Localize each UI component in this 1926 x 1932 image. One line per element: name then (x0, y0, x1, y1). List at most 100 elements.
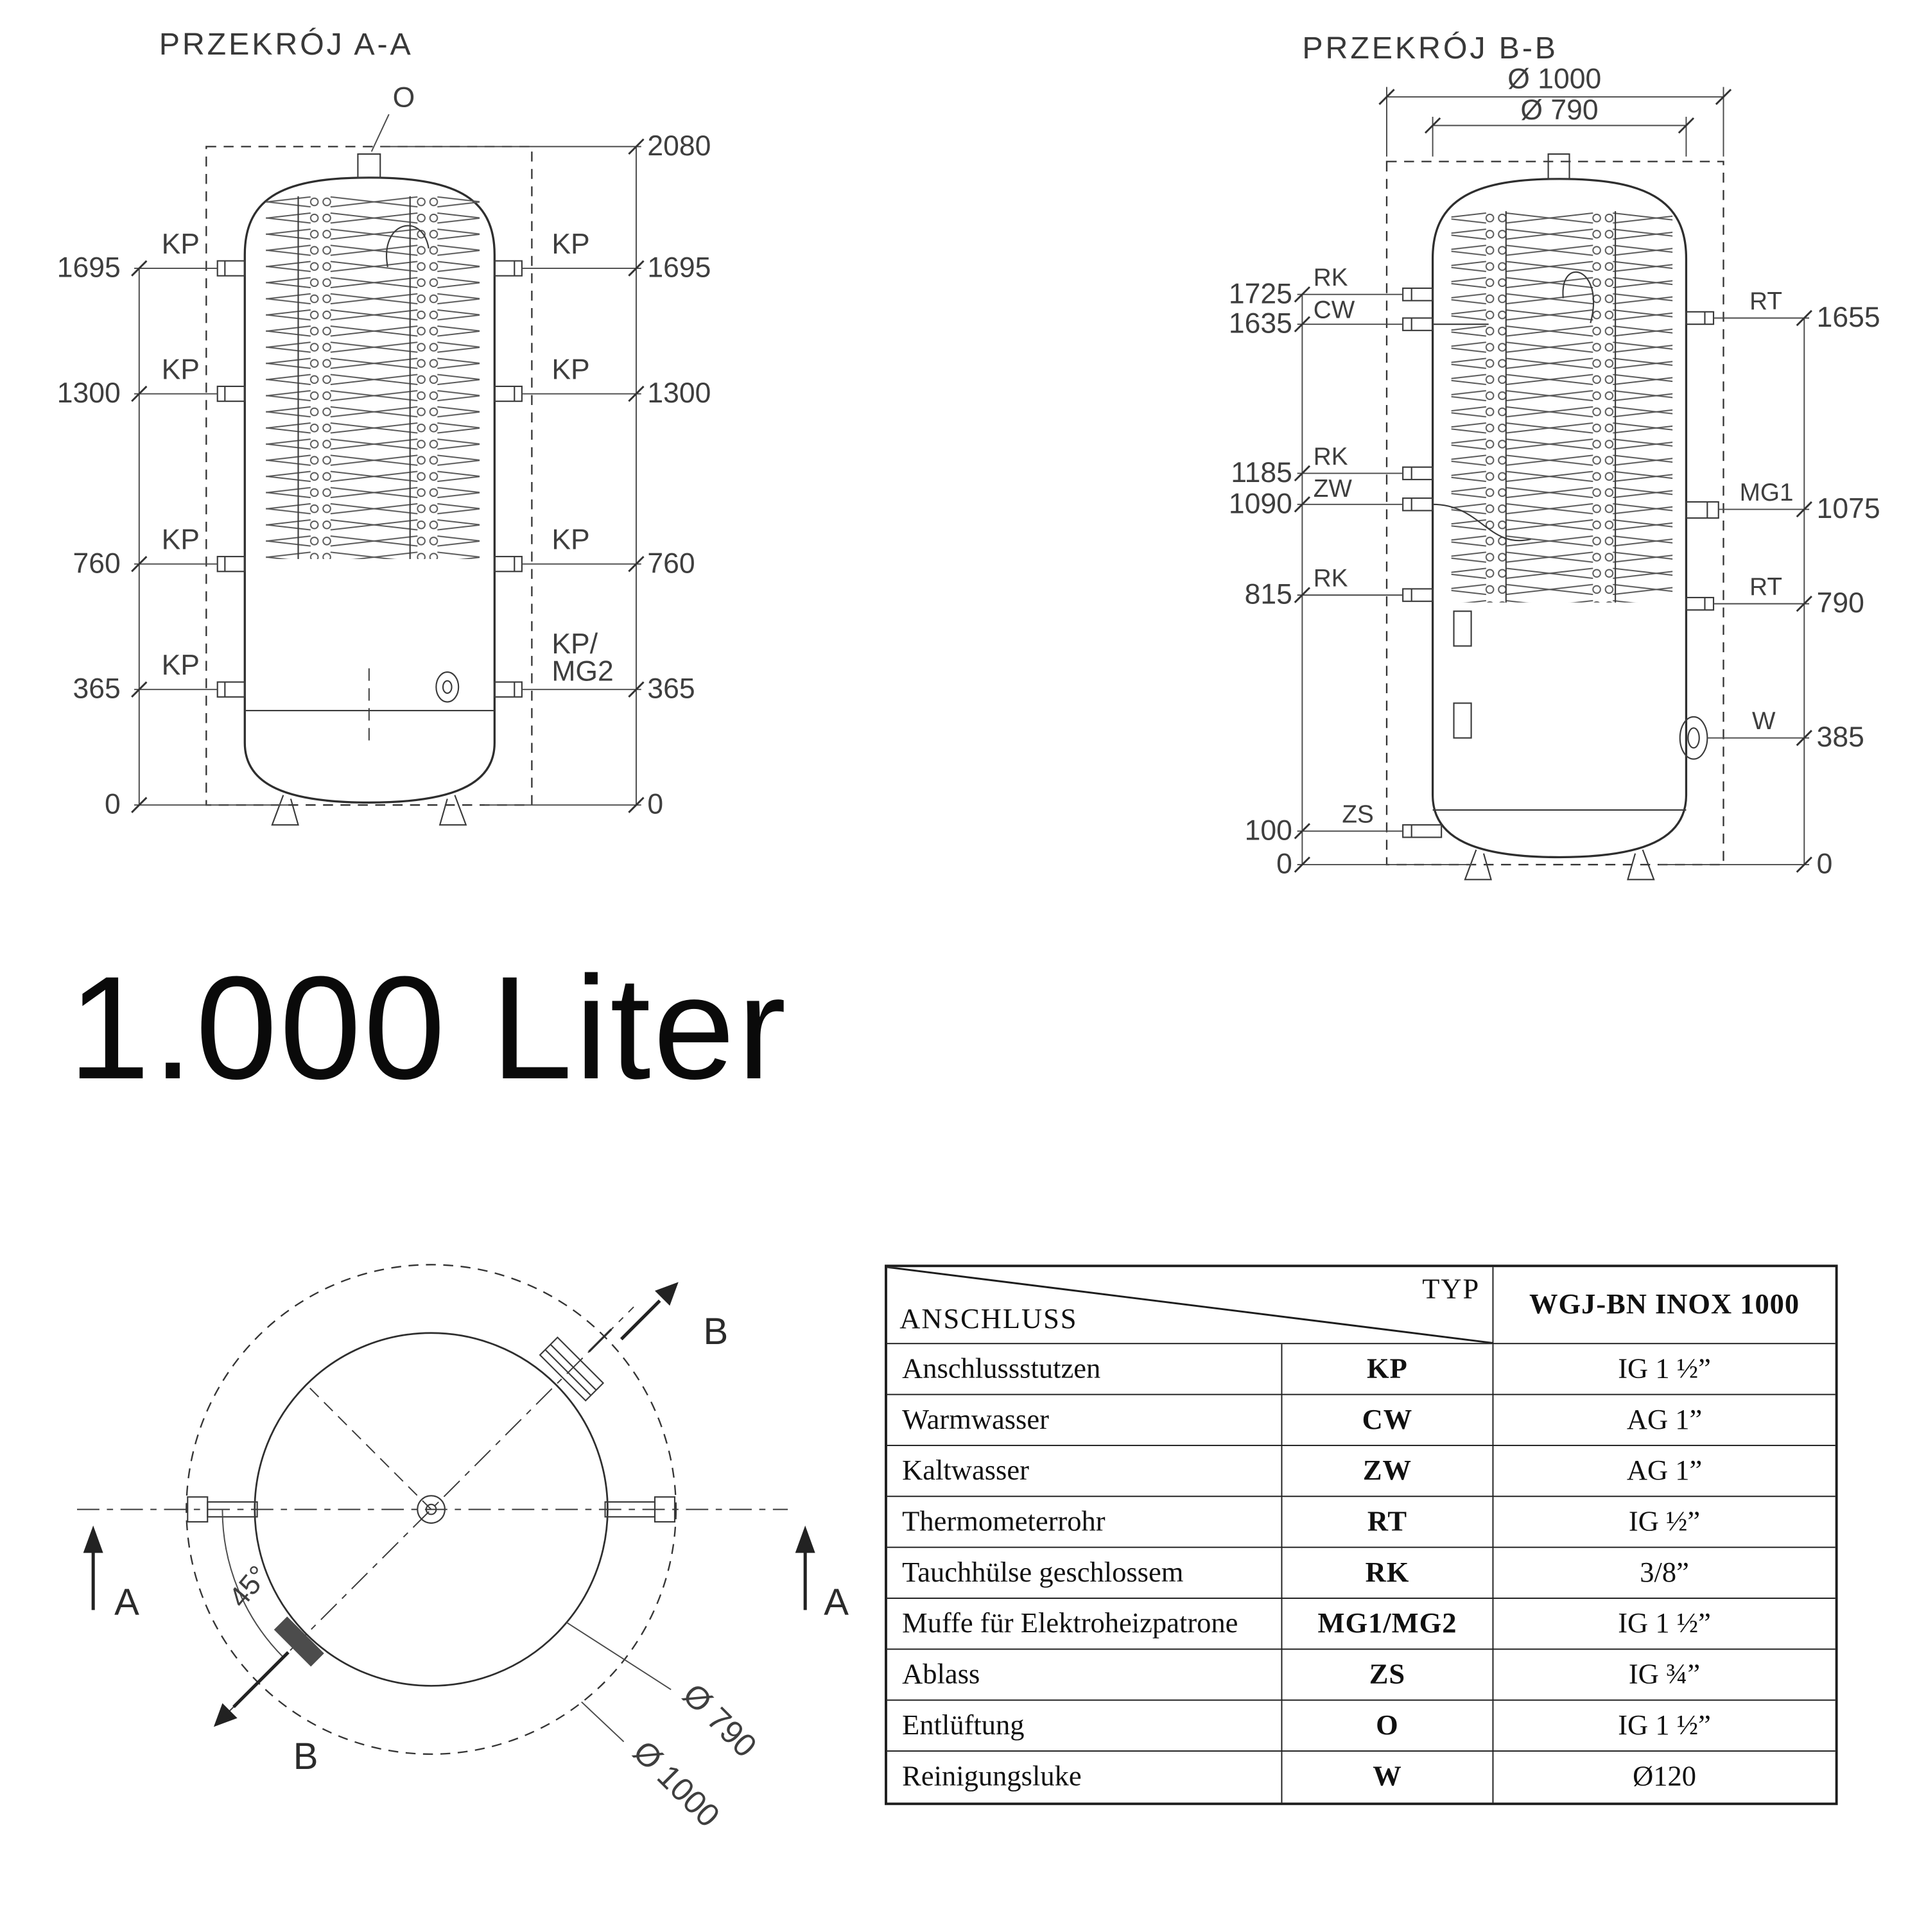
bb-cleaning-flange (1679, 716, 1708, 760)
aa-vent-label: O (393, 82, 415, 113)
bb-coil-rails (1505, 211, 1617, 603)
aa-mg2-flange (435, 671, 460, 703)
table-corner-diagonal (887, 1267, 1493, 1343)
aa-dim-left-1695: 1695 (57, 252, 121, 284)
table-row-name: Ablass (887, 1650, 1283, 1701)
table-row-size: Ø120 (1633, 1761, 1697, 1792)
bb-port-code: RT (1749, 573, 1782, 601)
bb-dim-1635: 1635 (1229, 308, 1292, 340)
aa-dim-right-zero: 0 (647, 789, 663, 820)
aa-port-label: KP (551, 229, 589, 260)
aa-dim-right-1300: 1300 (647, 377, 711, 409)
bb-dim-1655: 1655 (1817, 302, 1880, 333)
connection-table: TYP ANSCHLUSS WGJ-BN INOX 1000 Anschluss… (885, 1264, 1838, 1806)
aa-mg2-flange-inner (442, 680, 453, 694)
table-row-code: RT (1282, 1497, 1494, 1548)
bb-port-code: ZS (1342, 800, 1373, 828)
bb-coil-pipe (1562, 271, 1595, 323)
bb-inner-diameter-label: Ø 790 (1520, 94, 1598, 126)
bb-diameter-dimension-lines (1386, 87, 1724, 157)
table-row-size: AG 1” (1493, 1395, 1835, 1446)
bb-right-dimension-lines (1658, 317, 1810, 866)
tv-right-stub (604, 1496, 676, 1523)
bb-dim-right-zero: 0 (1817, 849, 1833, 880)
bb-port-code: RK (1314, 264, 1348, 291)
bb-port-code: RT (1749, 288, 1782, 315)
bb-coil (1451, 211, 1673, 603)
section-aa-title: PRZEKRÓJ A-A (159, 27, 413, 62)
bb-port-code: CW (1314, 296, 1355, 323)
bb-dim-1725: 1725 (1229, 278, 1292, 309)
table-row-name: Thermometerrohr (887, 1497, 1283, 1548)
bb-dim-left-zero: 0 (1276, 849, 1292, 880)
aa-port-label: KP (162, 524, 200, 555)
aa-port-label: KP (551, 354, 589, 385)
table-row-size: 3/8” (1493, 1548, 1835, 1599)
tv-section-b-label: B (293, 1736, 318, 1777)
bb-brackets (1453, 610, 1472, 739)
table-header-model: WGJ-BN INOX 1000 (1493, 1267, 1835, 1345)
tv-angle-arc (221, 1509, 284, 1658)
top-view: 45° A A B B Ø 790 (76, 1264, 849, 1834)
aa-dim-total-height: 2080 (647, 130, 711, 162)
bb-left-stubs (1402, 287, 1443, 838)
tv-section-a-label: A (824, 1582, 849, 1623)
aa-legs (271, 795, 467, 826)
table-row-size: AG 1” (1493, 1446, 1835, 1497)
tv-inner-diameter-label: Ø 790 (676, 1676, 764, 1764)
aa-dim-left-zero: 0 (105, 789, 121, 820)
bb-port-code: W (1752, 707, 1776, 735)
table-row-code: W (1282, 1752, 1494, 1803)
bb-dim-815: 815 (1245, 579, 1292, 610)
table-row-name: Tauchhülse geschlossem (887, 1548, 1283, 1599)
table-row-size: IG ¾” (1493, 1650, 1835, 1701)
aa-port-label: KP (551, 524, 589, 555)
table-header-anschluss: ANSCHLUSS (899, 1302, 1078, 1334)
tv-inner-diameter-leader (566, 1621, 672, 1691)
bb-dim-1185: 1185 (1231, 457, 1292, 488)
bb-zw-pipe (1432, 503, 1531, 542)
section-aa: PRZEKRÓJ A-A O (57, 27, 711, 826)
table-row-name: Warmwasser (887, 1395, 1283, 1446)
tv-section-arrow-b-bottom: B (213, 1651, 318, 1777)
bb-dim-790: 790 (1817, 587, 1864, 619)
aa-dim-right-760: 760 (647, 548, 695, 579)
table-row-name: Reinigungsluke (887, 1752, 1283, 1803)
aa-dim-left-1300: 1300 (57, 377, 121, 409)
tv-outer-diameter-leader (581, 1701, 625, 1743)
aa-coil-pipe (386, 225, 429, 268)
section-bb: PRZEKRÓJ B-B (1229, 31, 1880, 881)
aa-dimension-lines (134, 146, 641, 806)
table-corner-cell: TYP ANSCHLUSS (887, 1267, 1494, 1345)
table-row-size: IG ½” (1493, 1497, 1835, 1548)
aa-dimension-ticks (131, 138, 645, 813)
tv-lower-flange (273, 1616, 324, 1667)
aa-coil (266, 196, 480, 559)
tv-center-diagonal (306, 1384, 432, 1510)
aa-port-label-kp-mg2-line2: MG2 (551, 656, 613, 687)
bb-insulation-outline (1385, 160, 1724, 866)
bb-diameter-ticks (1378, 89, 1732, 134)
table-row-size: IG 1 ½” (1493, 1344, 1835, 1395)
table-row-code: MG1/MG2 (1282, 1598, 1494, 1650)
aa-dim-left-365: 365 (73, 673, 120, 705)
bb-dim-1090: 1090 (1229, 488, 1292, 519)
bb-tank-body (1431, 178, 1688, 859)
aa-side-stubs (216, 260, 523, 698)
tv-left-stub (187, 1496, 258, 1523)
bb-right-dimension-ticks (1796, 309, 1812, 873)
bb-port-code: MG1 (1740, 479, 1794, 506)
table-row-name: Anschlussstutzen (887, 1344, 1283, 1395)
aa-vent-leader (370, 114, 390, 152)
capacity-heading: 1.000 Liter (68, 946, 789, 1111)
bb-top-stub (1547, 153, 1570, 180)
bb-dim-1075: 1075 (1817, 493, 1880, 524)
table-row-code: CW (1282, 1395, 1494, 1446)
table-row-code: RK (1282, 1548, 1494, 1599)
table-row-name: Entlüftung (887, 1700, 1283, 1752)
tv-section-a-label: A (114, 1582, 139, 1623)
tv-45deg-pipe (588, 1328, 612, 1352)
bb-port-code: RK (1314, 443, 1348, 470)
bb-dim-100: 100 (1245, 815, 1292, 846)
